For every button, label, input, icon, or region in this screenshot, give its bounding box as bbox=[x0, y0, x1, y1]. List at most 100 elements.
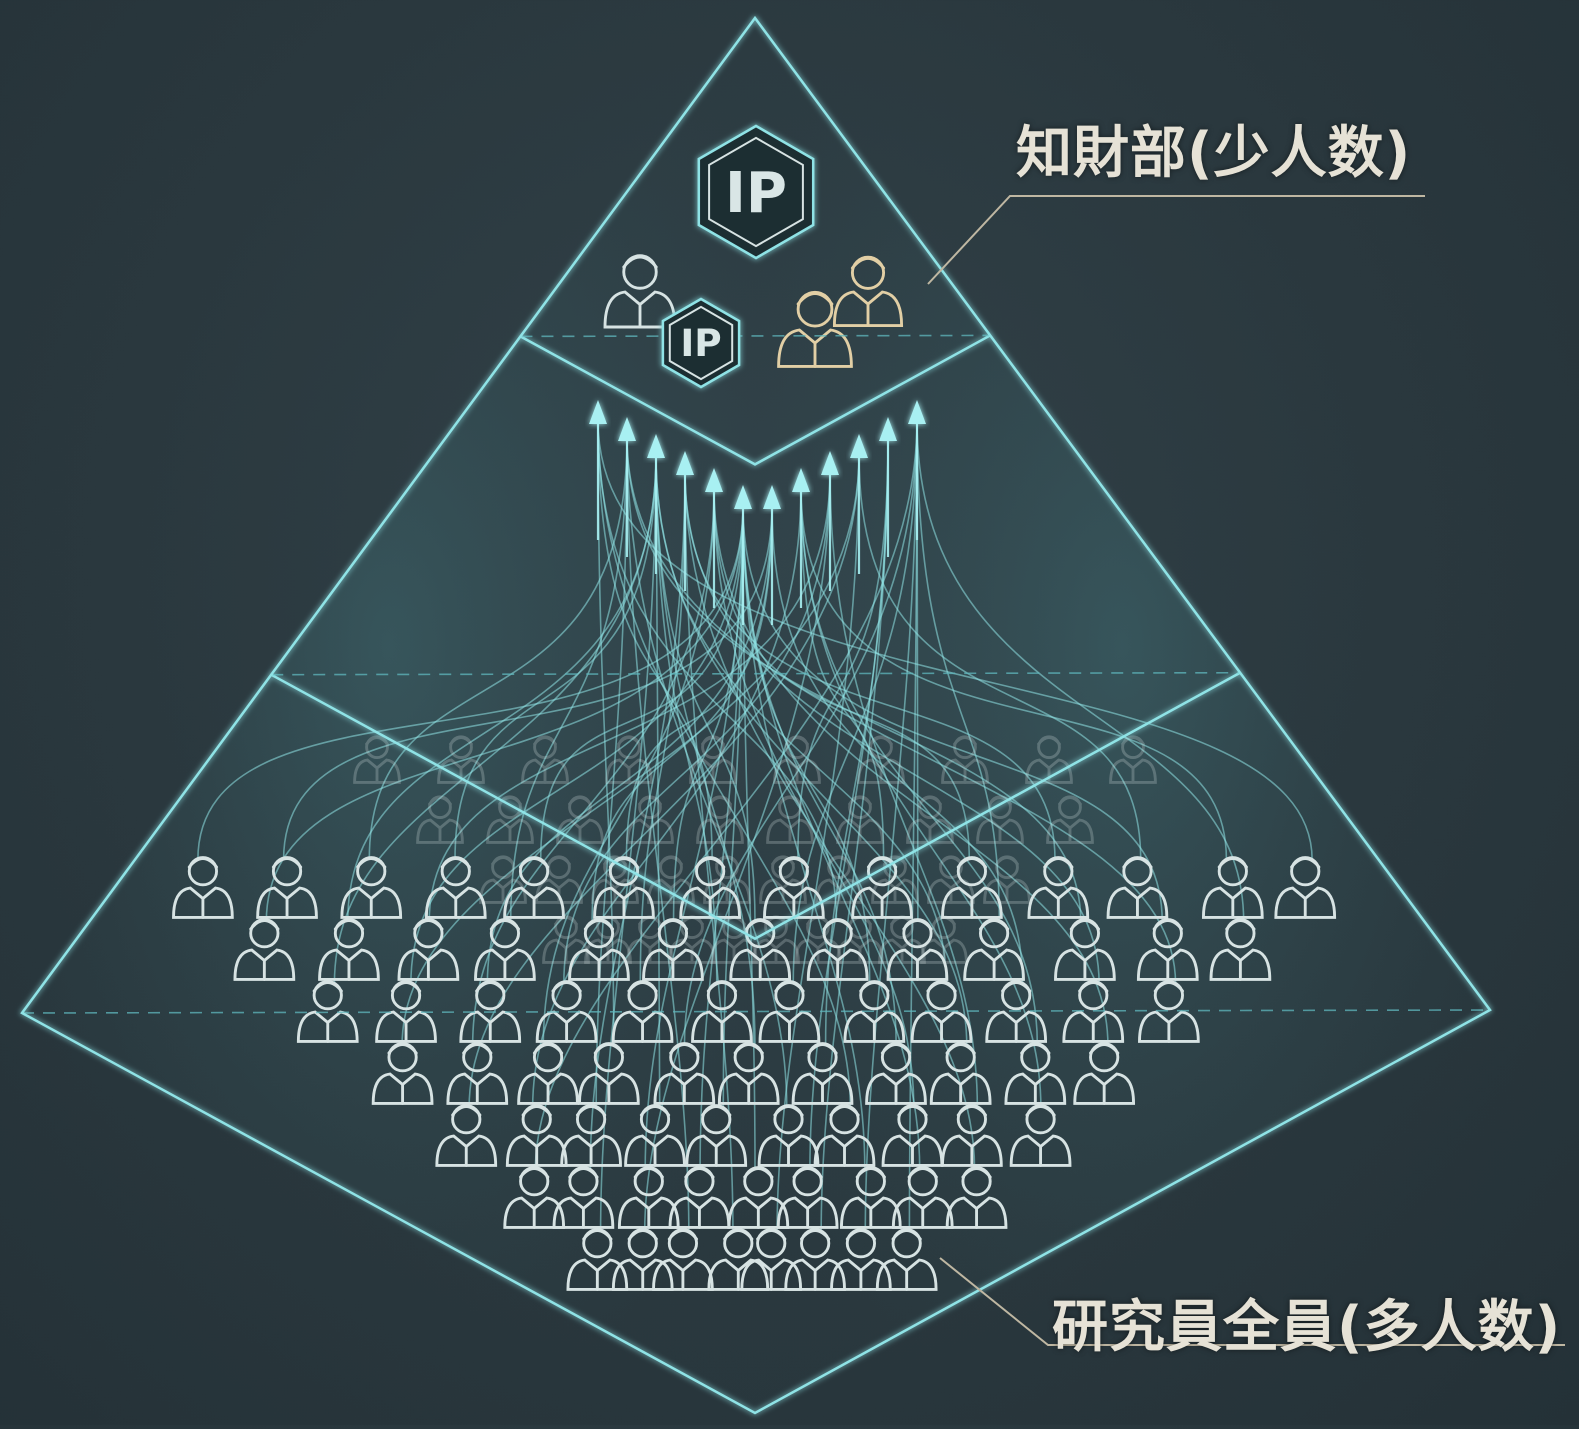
researcher-person-icon bbox=[474, 918, 536, 981]
flow-line bbox=[471, 487, 715, 1047]
researcher-person-icon bbox=[435, 1104, 498, 1167]
background-person-icon bbox=[759, 855, 807, 904]
ip-hexagon-icon: IP bbox=[697, 124, 815, 260]
researcher-person-icon bbox=[881, 1104, 944, 1167]
researcher-person-icon bbox=[830, 1228, 892, 1291]
flow-line bbox=[265, 504, 744, 923]
researcher-person-icon bbox=[318, 918, 380, 981]
researcher-person-icon bbox=[691, 980, 753, 1043]
flow-line bbox=[776, 453, 860, 1233]
researcher-person-icon bbox=[1062, 980, 1125, 1043]
background-person-icon bbox=[584, 915, 632, 964]
researcher-person-icon bbox=[875, 1228, 938, 1291]
background-person-icon bbox=[542, 915, 590, 964]
researcher-person-icon bbox=[727, 1166, 790, 1229]
researcher-person-icon bbox=[865, 1042, 927, 1105]
flow-line bbox=[829, 470, 979, 1109]
researcher-person-icon bbox=[566, 1228, 629, 1291]
researcher-person-icon bbox=[945, 1166, 1008, 1229]
researcher-person-icon bbox=[375, 980, 437, 1043]
flow-line bbox=[595, 436, 628, 1109]
flow-line bbox=[684, 470, 976, 1171]
researcher-person-icon bbox=[233, 918, 296, 981]
researcher-person-icon bbox=[843, 980, 906, 1043]
researcher-person-icon bbox=[617, 1166, 680, 1229]
researcher-person-icon bbox=[560, 1104, 622, 1167]
flow-line bbox=[916, 419, 1001, 923]
researcher-person-icon bbox=[929, 1042, 992, 1105]
researcher-person-icon bbox=[578, 1042, 640, 1105]
background-person-icon bbox=[927, 855, 975, 904]
background-person-icon bbox=[815, 855, 863, 904]
researcher-person-icon bbox=[668, 1166, 731, 1229]
arrow-head bbox=[879, 417, 897, 441]
flow-line bbox=[792, 419, 918, 985]
researcher-person-icon bbox=[839, 1166, 902, 1229]
researcher-person-icon bbox=[1054, 918, 1116, 981]
researcher-person-icon bbox=[1136, 918, 1199, 981]
researcher-person-icon bbox=[776, 1166, 839, 1229]
flow-line bbox=[742, 504, 866, 1171]
researcher-person-icon bbox=[172, 856, 234, 919]
background-person-icon bbox=[486, 795, 534, 844]
researcher-person-icon bbox=[707, 1228, 770, 1291]
arrow-head bbox=[618, 417, 636, 441]
arrow-head bbox=[908, 400, 926, 424]
flow-line bbox=[589, 470, 686, 1171]
background-person-icon bbox=[689, 735, 737, 784]
flow-line bbox=[563, 470, 831, 985]
background-person-icon bbox=[857, 735, 905, 784]
flow-line bbox=[800, 487, 1228, 861]
background-person-icon bbox=[647, 855, 695, 904]
researcher-person-icon bbox=[535, 980, 598, 1043]
arrow-head bbox=[647, 434, 665, 458]
background-person-icon bbox=[668, 915, 716, 964]
flow-line bbox=[655, 453, 756, 1047]
researcher-person-icon bbox=[611, 980, 674, 1043]
researcher-person-icon bbox=[611, 1228, 674, 1291]
researcher-person-icon bbox=[740, 1228, 803, 1291]
background-person-icon bbox=[836, 915, 884, 964]
background-person-icon bbox=[353, 735, 401, 784]
arrow-head bbox=[589, 400, 607, 424]
background-person-icon bbox=[626, 795, 674, 844]
background-person-icon bbox=[983, 855, 1031, 904]
researcher-person-icon bbox=[517, 1042, 579, 1105]
flow-line bbox=[428, 470, 831, 923]
researcher-person-icon bbox=[424, 856, 487, 919]
researcher-person-icon bbox=[791, 1042, 854, 1105]
background-person-icon bbox=[696, 795, 744, 844]
researcher-person-icon bbox=[1274, 856, 1337, 919]
arrow-head bbox=[850, 434, 868, 458]
background-person-icon bbox=[1025, 735, 1073, 784]
background-person-icon bbox=[479, 855, 527, 904]
ip-department-leader-line bbox=[927, 195, 1425, 285]
ip-department-label: 知財部(少人数) bbox=[1016, 121, 1412, 186]
flow-line bbox=[626, 436, 788, 1109]
flow-line bbox=[800, 487, 1042, 1109]
flow-line bbox=[797, 436, 889, 861]
background-person-icon bbox=[920, 915, 968, 964]
flow-line bbox=[684, 470, 1100, 985]
researcher-person-icon bbox=[642, 918, 704, 981]
background-person-icon bbox=[766, 795, 814, 844]
all-researchers-leader-line bbox=[939, 1257, 1565, 1346]
ip-badge-text: IP bbox=[680, 321, 721, 365]
researcher-person-icon bbox=[886, 918, 949, 981]
researcher-person-icon bbox=[503, 1166, 566, 1229]
researcher-person-icon bbox=[941, 856, 1003, 919]
researcher-person-icon bbox=[813, 1104, 876, 1167]
researcher-person-icon bbox=[963, 918, 1025, 981]
background-person-icon bbox=[521, 735, 569, 784]
background-person-icon bbox=[976, 795, 1024, 844]
researcher-person-icon bbox=[552, 1166, 615, 1229]
flow-line bbox=[742, 504, 1164, 923]
background-person-icon bbox=[605, 735, 653, 784]
researcher-person-icon bbox=[910, 980, 973, 1043]
arrow-head bbox=[676, 451, 694, 475]
ip-badge-text: IP bbox=[725, 161, 787, 226]
arrow-head bbox=[792, 468, 810, 492]
pyramid-face-left bbox=[22, 18, 755, 1413]
all-researchers-label: 研究員全員(多人数) bbox=[1052, 1295, 1562, 1360]
